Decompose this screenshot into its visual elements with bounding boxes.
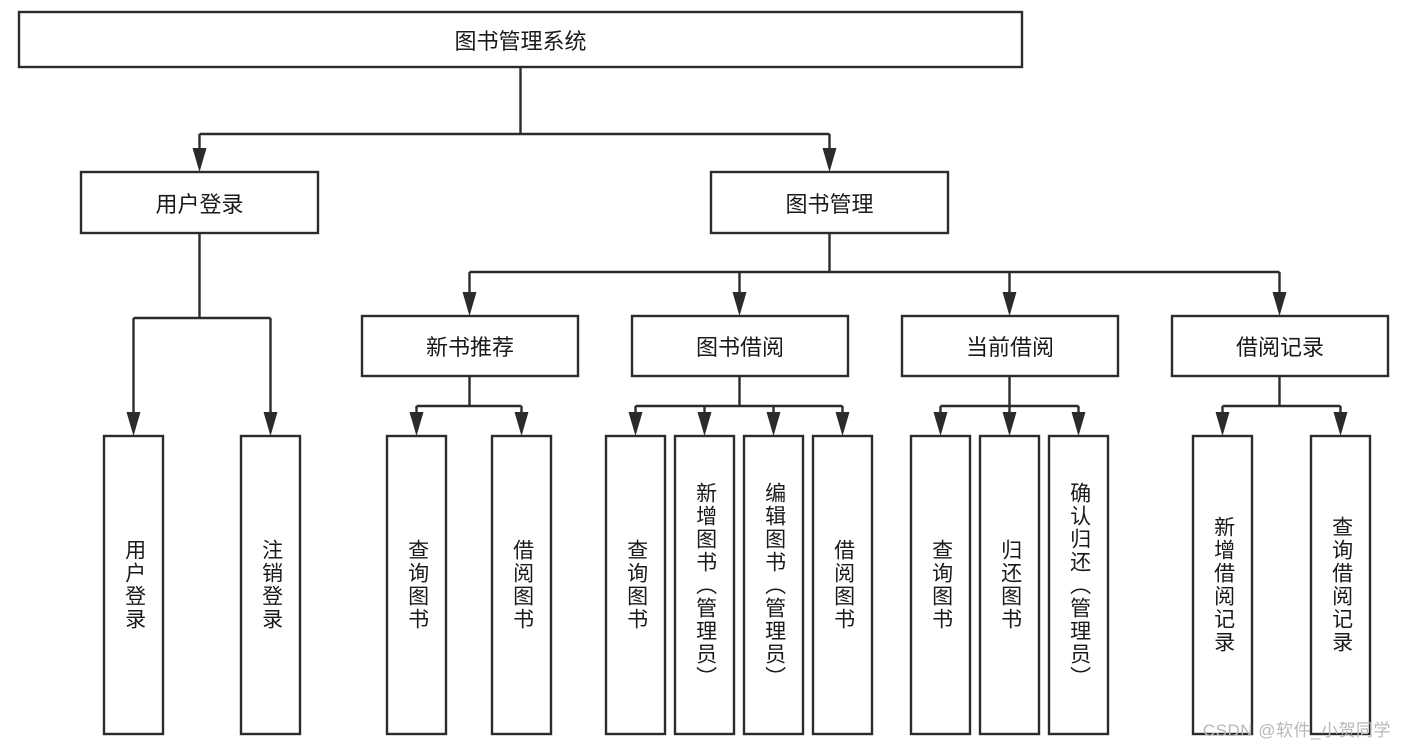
arrow-head-bb-leaf-4 [835,412,850,436]
arrow-head-bb-leaf-3 [766,412,781,436]
leaf-user-login-1[interactable] [239,434,302,736]
connector-group-root [192,67,837,172]
connector-group-borrow-record [1215,376,1348,436]
arrow-head-br-leaf-1 [1215,412,1230,436]
leaf-book-borrow-3[interactable] [811,434,874,736]
arrow-head-cb-leaf-3 [1071,412,1086,436]
node-book-management[interactable] [709,170,950,235]
node-new-book-recommend[interactable] [360,314,580,378]
arrow-head-leaf-user-login [126,412,141,436]
node-book-borrow[interactable] [630,314,850,378]
node-borrow-record[interactable] [1170,314,1390,378]
leaf-user-login-0[interactable] [102,434,165,736]
node-current-borrow[interactable] [900,314,1120,378]
arrow-head-cb-leaf-2 [1002,412,1017,436]
arrow-head-leaf-logout [263,412,278,436]
arrow-head-nbr-leaf-1 [409,412,424,436]
leaf-book-borrow-0[interactable] [604,434,667,736]
leaf-borrow-record-0[interactable] [1191,434,1254,736]
connector-group-new-book-recommend [409,376,529,436]
leaf-book-borrow-1[interactable] [673,434,736,736]
leaf-current-borrow-2[interactable] [1047,434,1110,736]
arrow-head-current-borrow [1002,292,1017,316]
arrow-head-bb-leaf-2 [697,412,712,436]
connector-group-book-mgmt [462,233,1287,316]
connector-group-book-borrow [628,376,850,436]
arrow-head-new-book-recommend [462,292,477,316]
leaf-new-book-recommend-1[interactable] [490,434,553,736]
arrow-head-nbr-leaf-2 [514,412,529,436]
connector-group-user-login [126,233,278,436]
leaf-current-borrow-1[interactable] [978,434,1041,736]
arrow-head-bb-leaf-1 [628,412,643,436]
arrow-head-book-borrow [732,292,747,316]
arrow-head-book-mgmt [822,148,837,172]
arrow-head-cb-leaf-1 [933,412,948,436]
node-root[interactable] [17,10,1024,69]
leaf-new-book-recommend-0[interactable] [385,434,448,736]
leaf-book-borrow-2[interactable] [742,434,805,736]
connector-group-current-borrow [933,376,1086,436]
node-user-login[interactable] [79,170,320,235]
arrow-head-user-login [192,148,207,172]
leaf-borrow-record-1[interactable] [1309,434,1372,736]
arrow-head-borrow-record [1272,292,1287,316]
arrow-head-br-leaf-2 [1333,412,1348,436]
leaf-current-borrow-0[interactable] [909,434,972,736]
